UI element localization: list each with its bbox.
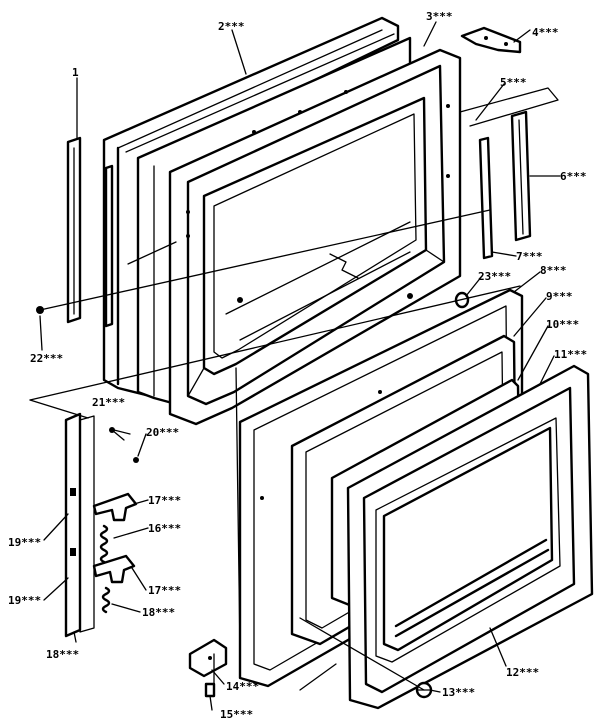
hinge-bolt [204,682,216,698]
callout-14: 14*** [226,680,259,693]
callout-13: 13*** [442,686,475,699]
latch-lever-upper [92,492,138,522]
callout-17-upper: 17*** [148,494,181,507]
callout-5: 5*** [500,76,527,89]
callout-1: 1 [72,66,79,79]
side-trim-strip [66,136,82,324]
callout-6: 6*** [560,170,587,183]
screw-20 [133,457,139,463]
top-hinge-bracket [460,26,522,54]
leader-lines [39,21,561,711]
callout-11: 11*** [554,348,587,361]
latch-lever-lower [92,554,136,584]
callout-15: 15*** [220,708,253,721]
callout-12: 12*** [506,666,539,679]
callout-21: 21*** [92,396,125,409]
side-channel [510,110,532,242]
callout-17-lower: 17*** [148,584,181,597]
assembly-guide-lines [29,77,521,691]
vent-baffle [459,87,559,127]
callout-2: 2*** [218,20,245,33]
callout-4: 4*** [532,26,559,39]
callout-3: 3*** [426,10,453,23]
callout-18-bottom: 18*** [46,648,79,661]
screw-21 [109,427,125,441]
callout-16: 16*** [148,522,181,535]
callout-20: 20*** [146,426,179,439]
callout-19-upper: 19*** [8,536,41,549]
latch-spring-upper [99,524,109,564]
callout-9: 9*** [546,290,573,303]
callout-18-right: 18*** [142,606,175,619]
latch-spring-lower [101,586,111,614]
outer-glass-frame [346,364,594,710]
callout-10: 10*** [546,318,579,331]
callout-labels: 1 2*** 3*** 4*** 5*** 6*** 7*** 8*** 9**… [8,10,587,721]
callout-7: 7*** [516,250,543,263]
inner-door-frame [168,48,462,426]
bottom-hinge [188,638,228,678]
latch-plate [64,412,95,638]
callout-19-lower: 19*** [8,594,41,607]
callout-22: 22*** [30,352,63,365]
side-seal-strip [478,136,494,260]
callout-23: 23*** [478,270,511,283]
callout-8: 8*** [540,264,567,277]
